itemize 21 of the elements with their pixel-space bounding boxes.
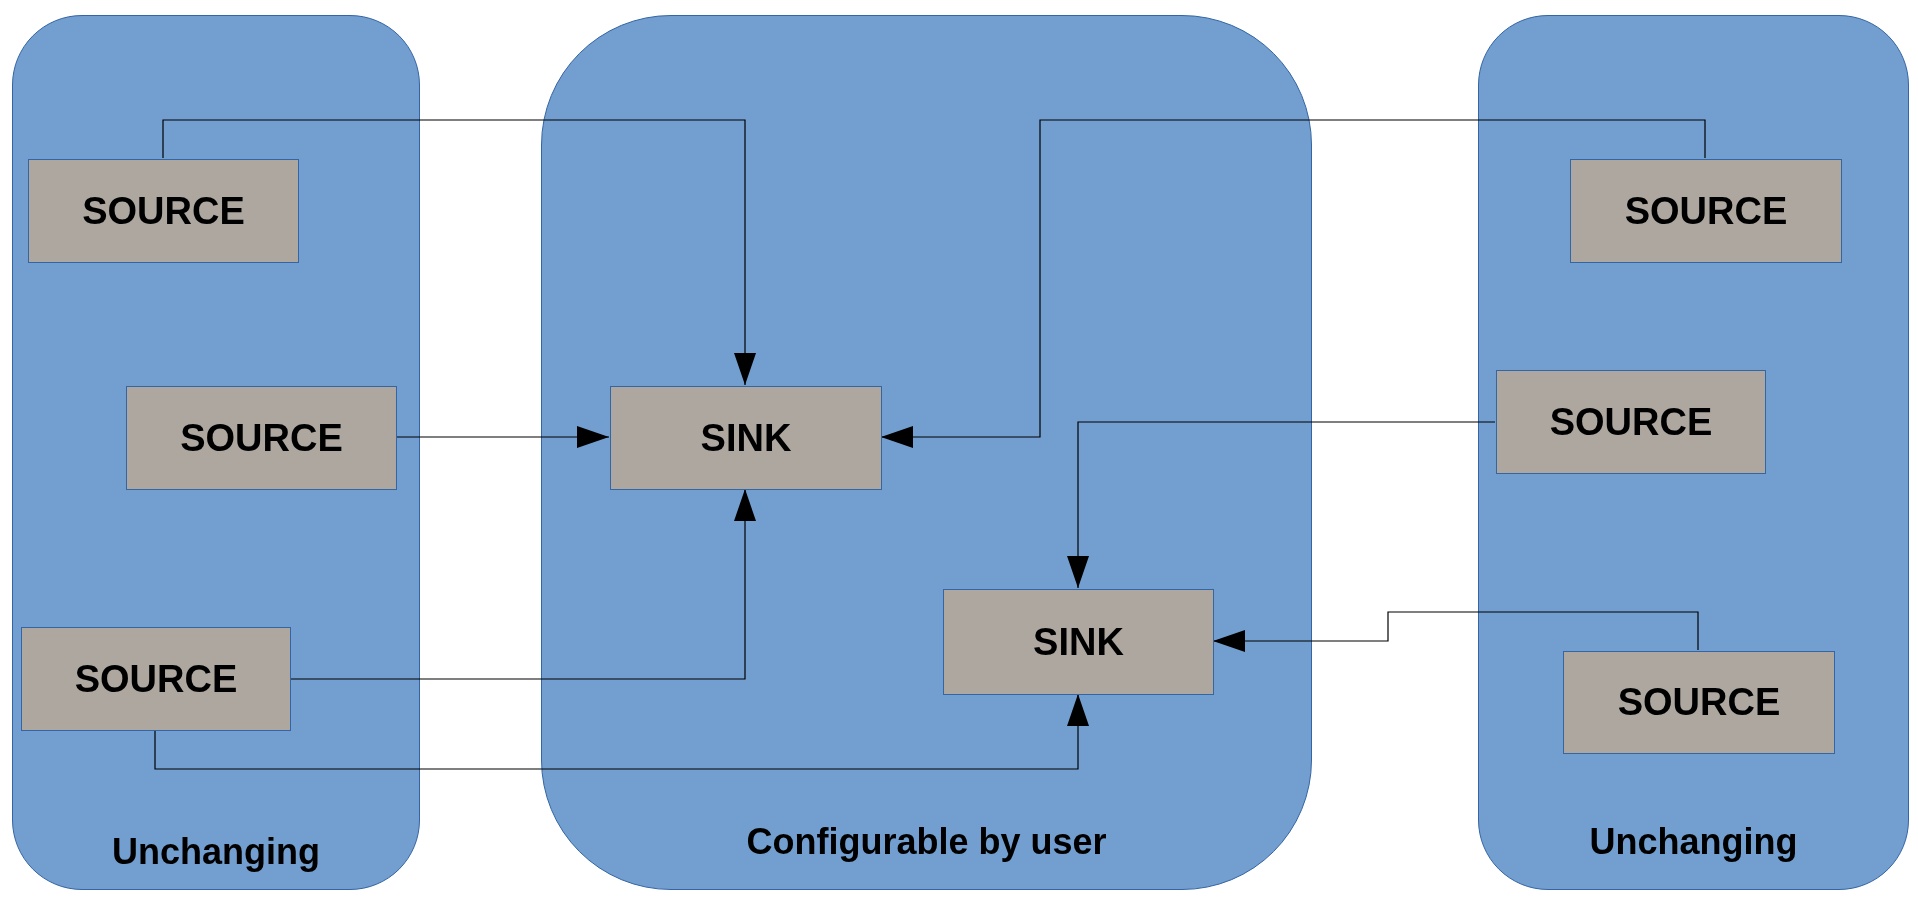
region-panel — [12, 15, 420, 890]
arrow — [1212, 611, 1699, 652]
arrow — [880, 119, 1706, 448]
block-box: SOURCE — [1570, 159, 1842, 263]
region-label: Unchanging — [111, 831, 321, 873]
arrow — [289, 488, 756, 680]
block-box: SOURCE — [28, 159, 299, 263]
block-box: SINK — [943, 589, 1214, 695]
block-box: SOURCE — [126, 386, 397, 490]
region-panel — [1478, 15, 1909, 890]
arrow — [1067, 421, 1496, 589]
arrow — [154, 693, 1089, 770]
block-box: SOURCE — [1496, 370, 1766, 474]
block-box: SINK — [610, 386, 882, 490]
region-label: Unchanging — [1588, 821, 1799, 863]
arrow — [395, 426, 610, 448]
arrow — [162, 119, 756, 386]
block-box: SOURCE — [1563, 651, 1835, 754]
region-panel — [541, 15, 1312, 890]
block-box: SOURCE — [21, 627, 291, 731]
region-label: Configurable by user — [745, 821, 1108, 863]
